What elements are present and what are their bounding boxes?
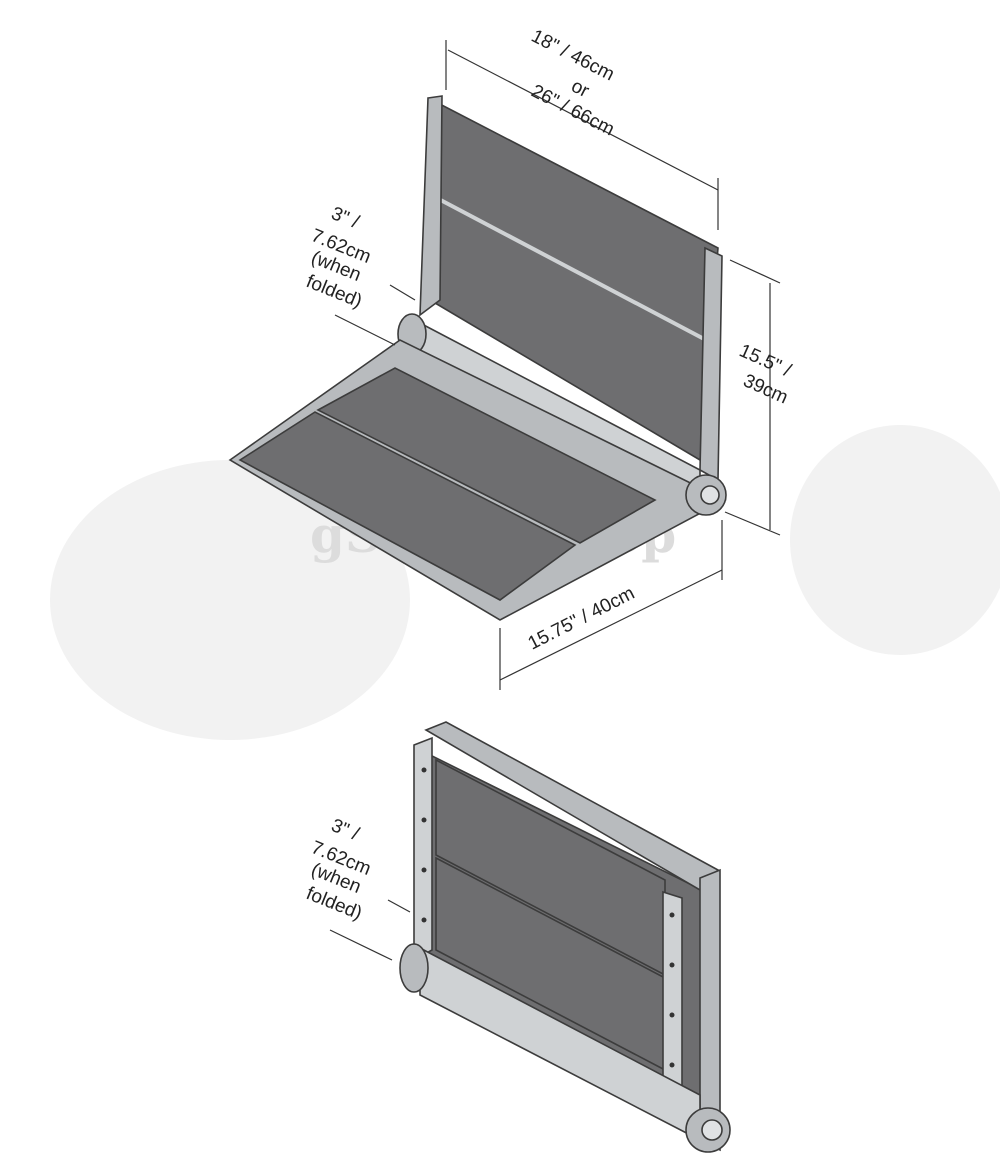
- folded-dim-line-bottom: [334, 314, 396, 346]
- screw-1: [421, 767, 427, 773]
- height-dim-tick-bottom: [724, 511, 781, 536]
- depth-dim-line: [499, 569, 723, 681]
- folded-frame-right: [699, 868, 721, 1152]
- folded-wheel-hub: [701, 1119, 723, 1141]
- screw-7: [669, 1012, 675, 1018]
- folded-hinge-cap-left: [399, 943, 429, 993]
- screw-8: [669, 1062, 675, 1068]
- folded-dim-line-top: [389, 284, 416, 301]
- hinge-wheel-right-hub: [700, 485, 720, 505]
- seat-slat-front: [238, 411, 577, 601]
- height-dim-tick-top: [729, 259, 781, 284]
- screw-4: [421, 917, 427, 923]
- screw-3: [421, 867, 427, 873]
- screw-2: [421, 817, 427, 823]
- screw-5: [669, 912, 675, 918]
- folded-seat-illustration: [399, 721, 731, 1153]
- folded2-label-1: 3" /: [328, 815, 362, 845]
- bottom-dimensions: 3" / 7.62cm (when folded): [303, 815, 411, 961]
- back-frame-left: [419, 95, 443, 317]
- open-seat-illustration: [228, 95, 727, 621]
- back-panel-seam: [432, 194, 707, 342]
- width-dim-line: [447, 49, 719, 191]
- watermark-blob-right: [790, 425, 1000, 655]
- watermark-blob-left: [50, 460, 410, 740]
- folded-label-1: 3" /: [328, 203, 362, 233]
- folded-dim2-line-bottom: [329, 929, 393, 961]
- folded-dim2-line-top: [387, 899, 411, 913]
- height-label-1: 15.5" /: [736, 340, 795, 382]
- width-label-1: 18" / 46cm: [528, 26, 618, 86]
- seat-slat-back: [316, 367, 657, 544]
- folded-left-bracket: [413, 736, 433, 962]
- screw-6: [669, 962, 675, 968]
